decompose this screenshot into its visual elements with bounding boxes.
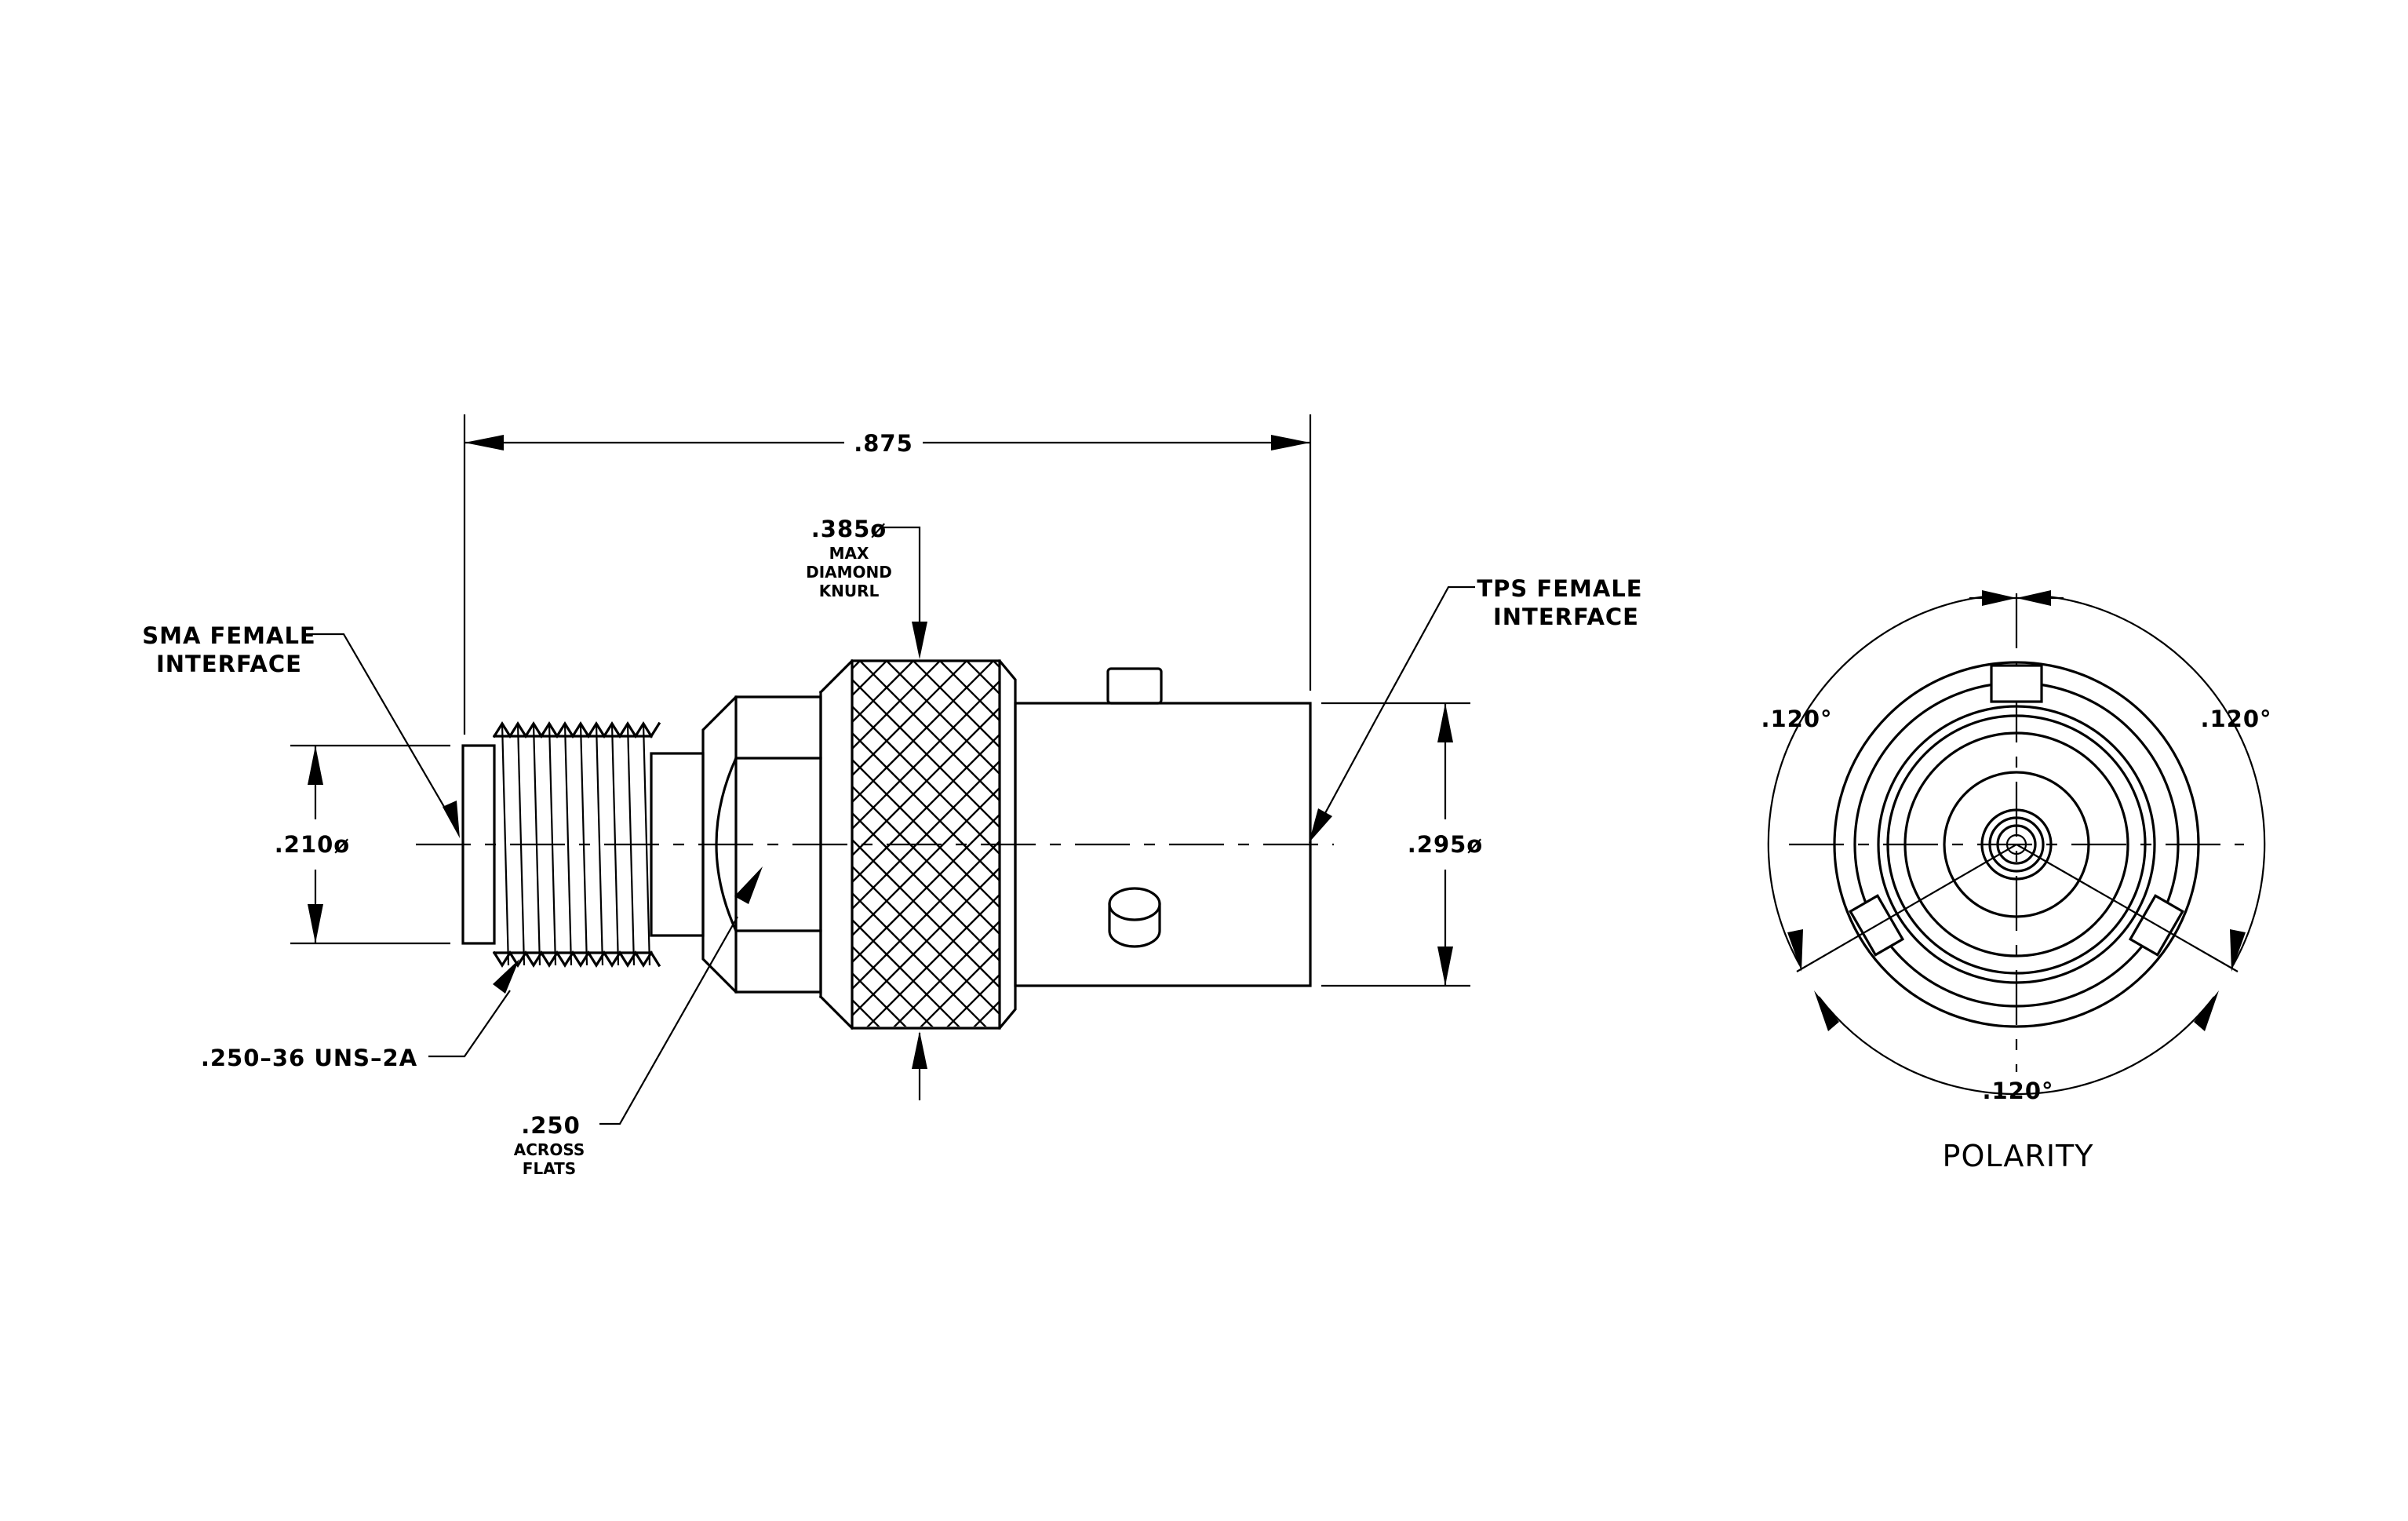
knurl-line	[298, 659, 675, 1036]
knurl-line	[378, 659, 755, 1036]
knurl-line	[1045, 659, 1422, 1036]
angle-right-label: .120°	[2200, 706, 2271, 732]
knurl-line	[912, 661, 1000, 749]
knurl-line	[893, 920, 1000, 1027]
knurl-line	[852, 661, 968, 777]
knurl-line	[1312, 659, 1689, 1036]
knurl-dia-label: .385ø	[811, 516, 887, 542]
knurl-diamond-label: DIAMOND	[806, 563, 892, 582]
knurl-line	[852, 733, 1000, 884]
knurl-line	[1072, 659, 1448, 1036]
knurl-line	[973, 1000, 1000, 1027]
knurl-line	[1205, 659, 1582, 1036]
knurl-line	[378, 659, 755, 1036]
knurl-line	[1312, 659, 1689, 1036]
knurl-max-label: MAX	[829, 544, 869, 563]
knurl-line	[852, 865, 1000, 1016]
knurl-line	[858, 661, 1000, 802]
knurl-line	[1339, 659, 1715, 1036]
body-pin	[1108, 887, 1161, 948]
polarity-key-top	[1990, 664, 2043, 703]
knurl-line	[325, 659, 701, 1036]
knurl-line	[298, 659, 675, 1036]
knurl-line	[1072, 659, 1448, 1036]
knurl-line	[852, 813, 1000, 964]
flats-flats-label: FLATS	[523, 1159, 576, 1178]
thread-dia-dim: .210ø	[275, 831, 350, 858]
knurl-line	[852, 840, 1000, 990]
knurl-line	[1525, 659, 1902, 1036]
knurl-line	[852, 661, 862, 670]
tps-interface-label-2: INTERFACE	[1493, 604, 1639, 630]
knurl-line	[325, 659, 701, 1036]
knurl-line	[1525, 659, 1902, 1036]
knurl-line	[852, 680, 1000, 830]
knurl-line	[352, 659, 728, 1036]
knurl-line	[852, 661, 942, 750]
angle-left-label: .120°	[1761, 706, 1832, 732]
tps-body	[1014, 667, 1312, 987]
knurl-line	[1178, 659, 1555, 1036]
knurl-line	[852, 786, 1000, 937]
knurl-line	[866, 893, 1000, 1027]
sma-interface-label-1: SMA FEMALE	[142, 622, 316, 649]
knurl-line	[920, 947, 1000, 1027]
knurl-line	[885, 661, 1000, 775]
knurl-knurl-label: KNURL	[819, 582, 880, 600]
knurl-line	[432, 659, 808, 1036]
thread-flank-lines	[501, 723, 651, 966]
knurl-line	[1018, 659, 1395, 1036]
knurl-line	[1205, 659, 1582, 1036]
body-dia-dim: .295ø	[1408, 831, 1483, 858]
knurl-line	[852, 1025, 854, 1027]
knurl-line	[1178, 659, 1555, 1036]
knurl-line	[852, 866, 1000, 1017]
knurl-line	[852, 678, 1000, 829]
knurl-line	[1339, 659, 1715, 1036]
knurl-line	[1018, 659, 1395, 1036]
knurl-line	[852, 760, 1000, 910]
knurl-line	[852, 661, 995, 804]
knurl-line	[1552, 659, 1929, 1036]
knurl-line	[432, 659, 808, 1036]
knurl-line	[965, 661, 1000, 695]
angle-bottom-label: .120°	[1982, 1078, 2053, 1104]
flats-value-label: .250	[521, 1112, 581, 1139]
sma-thread-section	[461, 720, 705, 968]
knurl-line	[1552, 659, 1929, 1036]
polarity-title: POLARITY	[1943, 1139, 2094, 1173]
thread-spec-label: .250–36 UNS–2A	[201, 1045, 417, 1071]
thread-top-teeth	[492, 720, 661, 739]
knurl-line	[992, 659, 1368, 1036]
knurl-line	[852, 945, 934, 1027]
flats-across-label: ACROSS	[514, 1140, 585, 1159]
knurled-nut	[298, 658, 1929, 1036]
thread-bottom-teeth	[492, 950, 661, 968]
polarity-view: .120° .120° .120° POLARITY	[1761, 590, 2271, 1173]
knurl-line	[852, 918, 960, 1027]
knurl-line	[852, 892, 987, 1027]
tps-interface-label-1: TPS FEMALE	[1477, 575, 1642, 602]
diamond-knurl-pattern	[298, 659, 1929, 1036]
body-key-top	[1106, 667, 1163, 705]
overall-length-dim: .875	[854, 430, 913, 457]
knurl-line	[352, 659, 728, 1036]
knurl-line	[1045, 659, 1422, 1036]
knurl-line	[852, 706, 1000, 857]
side-view: .875 .210ø .295ø .385ø MAX DIAMOND KNURL…	[142, 414, 1929, 1178]
knurl-line	[992, 661, 1000, 669]
sma-interface-label-2: INTERFACE	[156, 651, 302, 677]
